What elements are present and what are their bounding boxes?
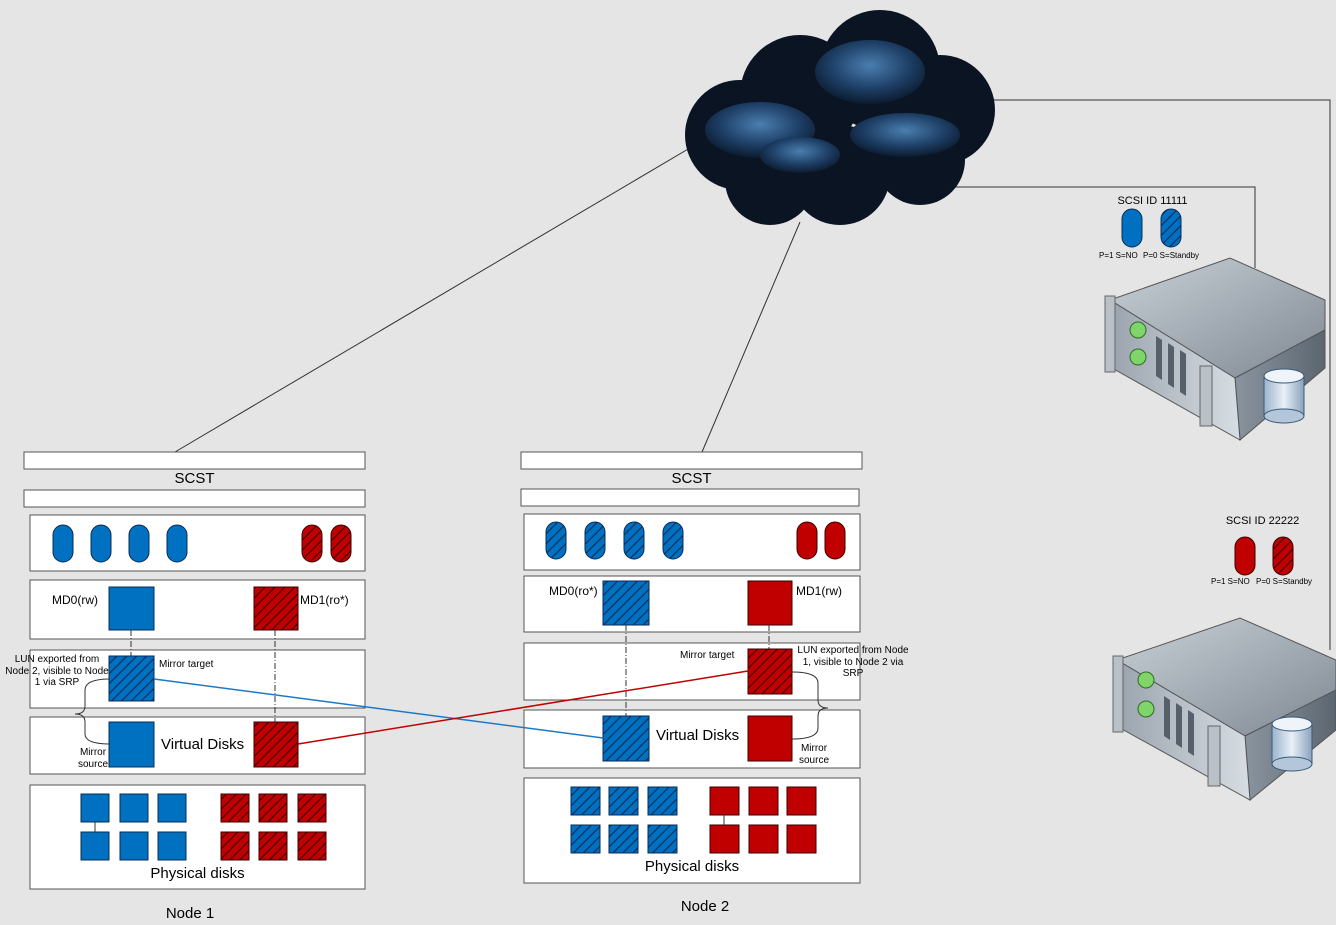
node2-md1-label: MD1(rw) — [796, 584, 842, 598]
srp-link-blue — [153, 678, 604, 739]
node1-scst-bar — [23, 489, 366, 508]
disk-cylinder-icon — [1271, 716, 1313, 772]
node2-mirror-target-label: Mirror target — [680, 650, 735, 661]
node1-name: Node 1 — [165, 905, 215, 922]
node1-mirror-source-label: Mirror source — [77, 747, 108, 770]
node2-links — [625, 625, 770, 716]
node2-physical-disks-label: Physical disks — [644, 858, 740, 875]
node1-physical-disks-label: Physical disks — [150, 865, 245, 882]
node1-lun-note: LUN exported from Node 2, visible to Nod… — [5, 654, 109, 688]
node2-vdisk-blue-block — [602, 715, 650, 762]
node1 — [23, 451, 366, 890]
node2-lun-panel — [523, 642, 861, 701]
node2-vdisk-panel — [523, 709, 861, 769]
node2-physical-disks — [570, 786, 817, 854]
node2-md0-block — [602, 580, 650, 626]
link-cloud-server2 — [975, 99, 1331, 650]
server1-path-b: P=0 S=Standby — [1143, 251, 1200, 260]
node1-md0-label: MD0(rw) — [52, 593, 98, 607]
cloud-icon — [685, 10, 995, 225]
server2-path-b: P=0 S=Standby — [1256, 577, 1313, 586]
node1-physical-disks — [80, 793, 327, 861]
node2-mirror-source-label: Mirror source — [798, 743, 829, 766]
link-node1-cloud — [174, 141, 701, 453]
node2-md0-label: MD0(ro*) — [549, 584, 598, 598]
server2 — [1112, 536, 1336, 801]
srp-link-red — [297, 670, 749, 745]
node1-target-pills — [52, 524, 352, 563]
node1-scst-label: SCST — [174, 470, 215, 487]
node1-md1-block — [253, 586, 299, 631]
node2-brace — [791, 671, 829, 740]
server1-scsi-id: SCSI ID 11111 — [1117, 195, 1188, 207]
node1-mirror-source-block — [108, 721, 155, 768]
node1-lun-panel — [29, 649, 366, 709]
node1-mirror-target-label: Mirror target — [159, 659, 214, 670]
node2-name: Node 2 — [680, 898, 730, 915]
node2-mirror-target-block — [747, 648, 793, 695]
node2-target-pills — [545, 521, 846, 560]
link-node2-cloud — [701, 221, 801, 453]
server1 — [1104, 208, 1326, 442]
node2 — [520, 451, 863, 884]
node2-md-panel — [523, 575, 861, 633]
node1-vdisk-red-block — [253, 721, 299, 768]
node1-top-bar — [23, 451, 366, 470]
node2-scst-label: SCST — [671, 470, 712, 487]
node1-links — [130, 630, 276, 722]
node1-md1-label: MD1(ro*) — [300, 593, 349, 607]
server-icon — [1112, 617, 1336, 801]
node1-md-panel — [29, 579, 366, 640]
server2-path-a: P=1 S=NO — [1211, 577, 1250, 586]
node2-top-bar — [520, 451, 863, 470]
node2-lun-note: LUN exported from Node 1, visible to Nod… — [797, 645, 909, 679]
node1-mirror-target-block — [108, 655, 155, 702]
node2-mirror-source-block — [747, 715, 793, 762]
node1-virtual-disks-label: Virtual Disks — [161, 736, 245, 753]
node1-brace — [74, 678, 111, 745]
disk-cylinder-icon — [1263, 368, 1305, 424]
server2-scsi-id: SCSI ID 22222 — [1225, 515, 1300, 527]
node2-virtual-disks-label: Virtual Disks — [656, 727, 740, 744]
node2-scst-bar — [520, 488, 860, 507]
node2-md1-block — [747, 580, 793, 626]
node1-md0-block — [108, 586, 155, 631]
node1-vdisk-panel — [29, 716, 366, 775]
server1-path-a: P=1 S=NO — [1099, 251, 1138, 260]
network-links — [174, 99, 1331, 650]
link-cloud-server1 — [930, 186, 1256, 268]
